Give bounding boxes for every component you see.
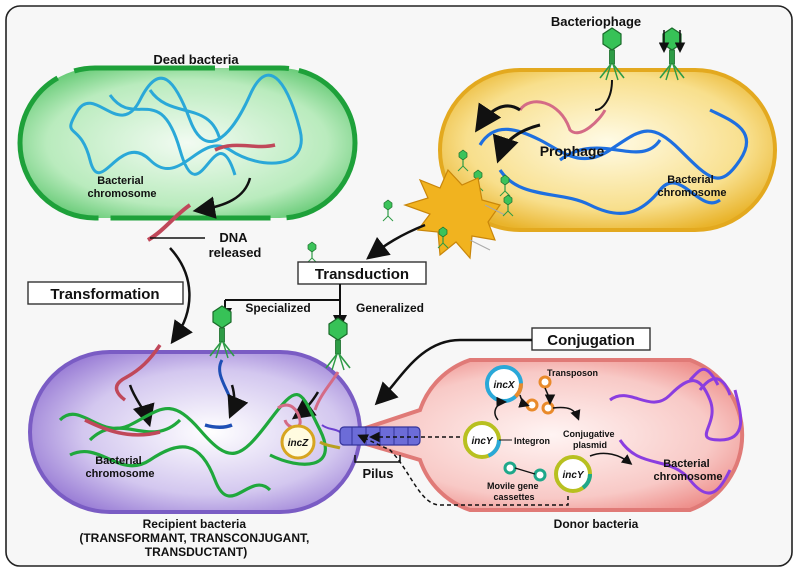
donor-bacteria-cell <box>358 358 745 512</box>
generalized-label: Generalized <box>356 301 424 315</box>
donor-chromosome-label-line2: chromosome <box>653 471 722 483</box>
pilus <box>339 426 421 446</box>
transformation-label: Transformation <box>50 286 159 303</box>
donor-chromosome <box>609 377 743 495</box>
specialized-label: Specialized <box>245 301 310 315</box>
induction-arrow-2 <box>492 123 541 164</box>
dead-bacteria-label: Dead bacteria <box>153 52 239 67</box>
svg-text:Bacterial chromosome: Bacterial chromosome <box>85 455 154 480</box>
donor-bacteria-label: Donor bacteria <box>554 517 639 531</box>
dead-chromosome-label-line2: chromosome <box>87 188 156 200</box>
pilus-label: Pilus <box>362 466 393 481</box>
incoming-dna-transformation <box>114 344 162 402</box>
release-arrow <box>192 177 252 219</box>
svg-text:Movile gene cassettes: Movile gene cassettes <box>487 481 541 502</box>
transformation-box <box>27 281 184 305</box>
incZ-plasmid <box>280 424 316 460</box>
cell-lysis-burst <box>403 168 506 260</box>
svg-text:Conjugative plasmid: Conjugative plasmid <box>563 429 617 450</box>
recipient-label-line3: TRANSDUCTANT) <box>145 545 247 559</box>
conjugation-label: Conjugation <box>547 332 634 349</box>
bacteriophage-label: Bacteriophage <box>551 14 641 29</box>
prophage-dna <box>518 100 607 134</box>
lysogen-chromosome-label-line1: Bacterial <box>667 174 713 186</box>
movile-gene-cassettes-line2: cassettes <box>493 492 534 502</box>
donor-chromosome-label-line1: Bacterial <box>663 458 709 470</box>
integrated-dna-generalized <box>277 403 302 429</box>
conjugative-plasmid-line2: plasmid <box>573 440 607 450</box>
induction-arrow-1 <box>475 102 521 133</box>
svg-text:Recipient bacteria (TRANSF: Recipient bacteria (TRANSFORMANT, TRANSC… <box>79 517 312 559</box>
incZ-label: incZ <box>288 438 309 449</box>
prophage-label: Prophage <box>540 143 605 159</box>
conjugation-arrow <box>374 338 532 406</box>
dead-chromosome-label-line1: Bacterial <box>97 175 143 187</box>
transduction-box <box>297 261 427 285</box>
svg-text:Bacterial chromosome: Bacterial chromosome <box>657 174 726 199</box>
movile-gene-cassettes-line1: Movile gene <box>487 481 539 491</box>
gene-cassette-icon <box>503 461 517 475</box>
transposon-icon <box>538 375 552 389</box>
svg-text:DNA released: DNA released <box>209 230 262 260</box>
integron-label: Integron <box>514 436 550 446</box>
integrated-dna-specialized <box>204 423 233 429</box>
lysogen-chromosome-label-line2: chromosome <box>657 187 726 199</box>
dna-released-line2: released <box>209 245 262 260</box>
integrated-dna-transformation <box>84 418 161 437</box>
dead-bacteria-dna-fragment <box>214 143 276 152</box>
svg-text:Bacterial chromosome: Bacterial chromosome <box>87 175 156 200</box>
recipient-chromosome-label-line1: Bacterial <box>95 455 141 467</box>
svg-text:Bacterial chromosome: Bacterial chromosome <box>653 458 722 483</box>
incY-label-1: incY <box>471 436 493 447</box>
transduction-arrow <box>366 223 426 260</box>
transposon-label: Transposon <box>547 368 598 378</box>
dna-released-line1: DNA <box>219 230 248 245</box>
transduction-label: Transduction <box>315 266 409 283</box>
transformation-arrow <box>169 247 193 345</box>
recipient-chromosome-label-line2: chromosome <box>85 468 154 480</box>
incY-label-2: incY <box>562 470 584 481</box>
dead-bacteria-cell <box>17 65 358 221</box>
dead-bacteria-chromosome <box>69 73 303 176</box>
lysogen-chromosome <box>478 108 749 215</box>
recipient-label-line2: (TRANSFORMANT, TRANSCONJUGANT, <box>79 531 309 545</box>
incX-label: incX <box>493 380 515 391</box>
recipient-label-line1: Recipient bacteria <box>143 517 247 531</box>
conjugative-plasmid-line1: Conjugative <box>563 429 615 439</box>
